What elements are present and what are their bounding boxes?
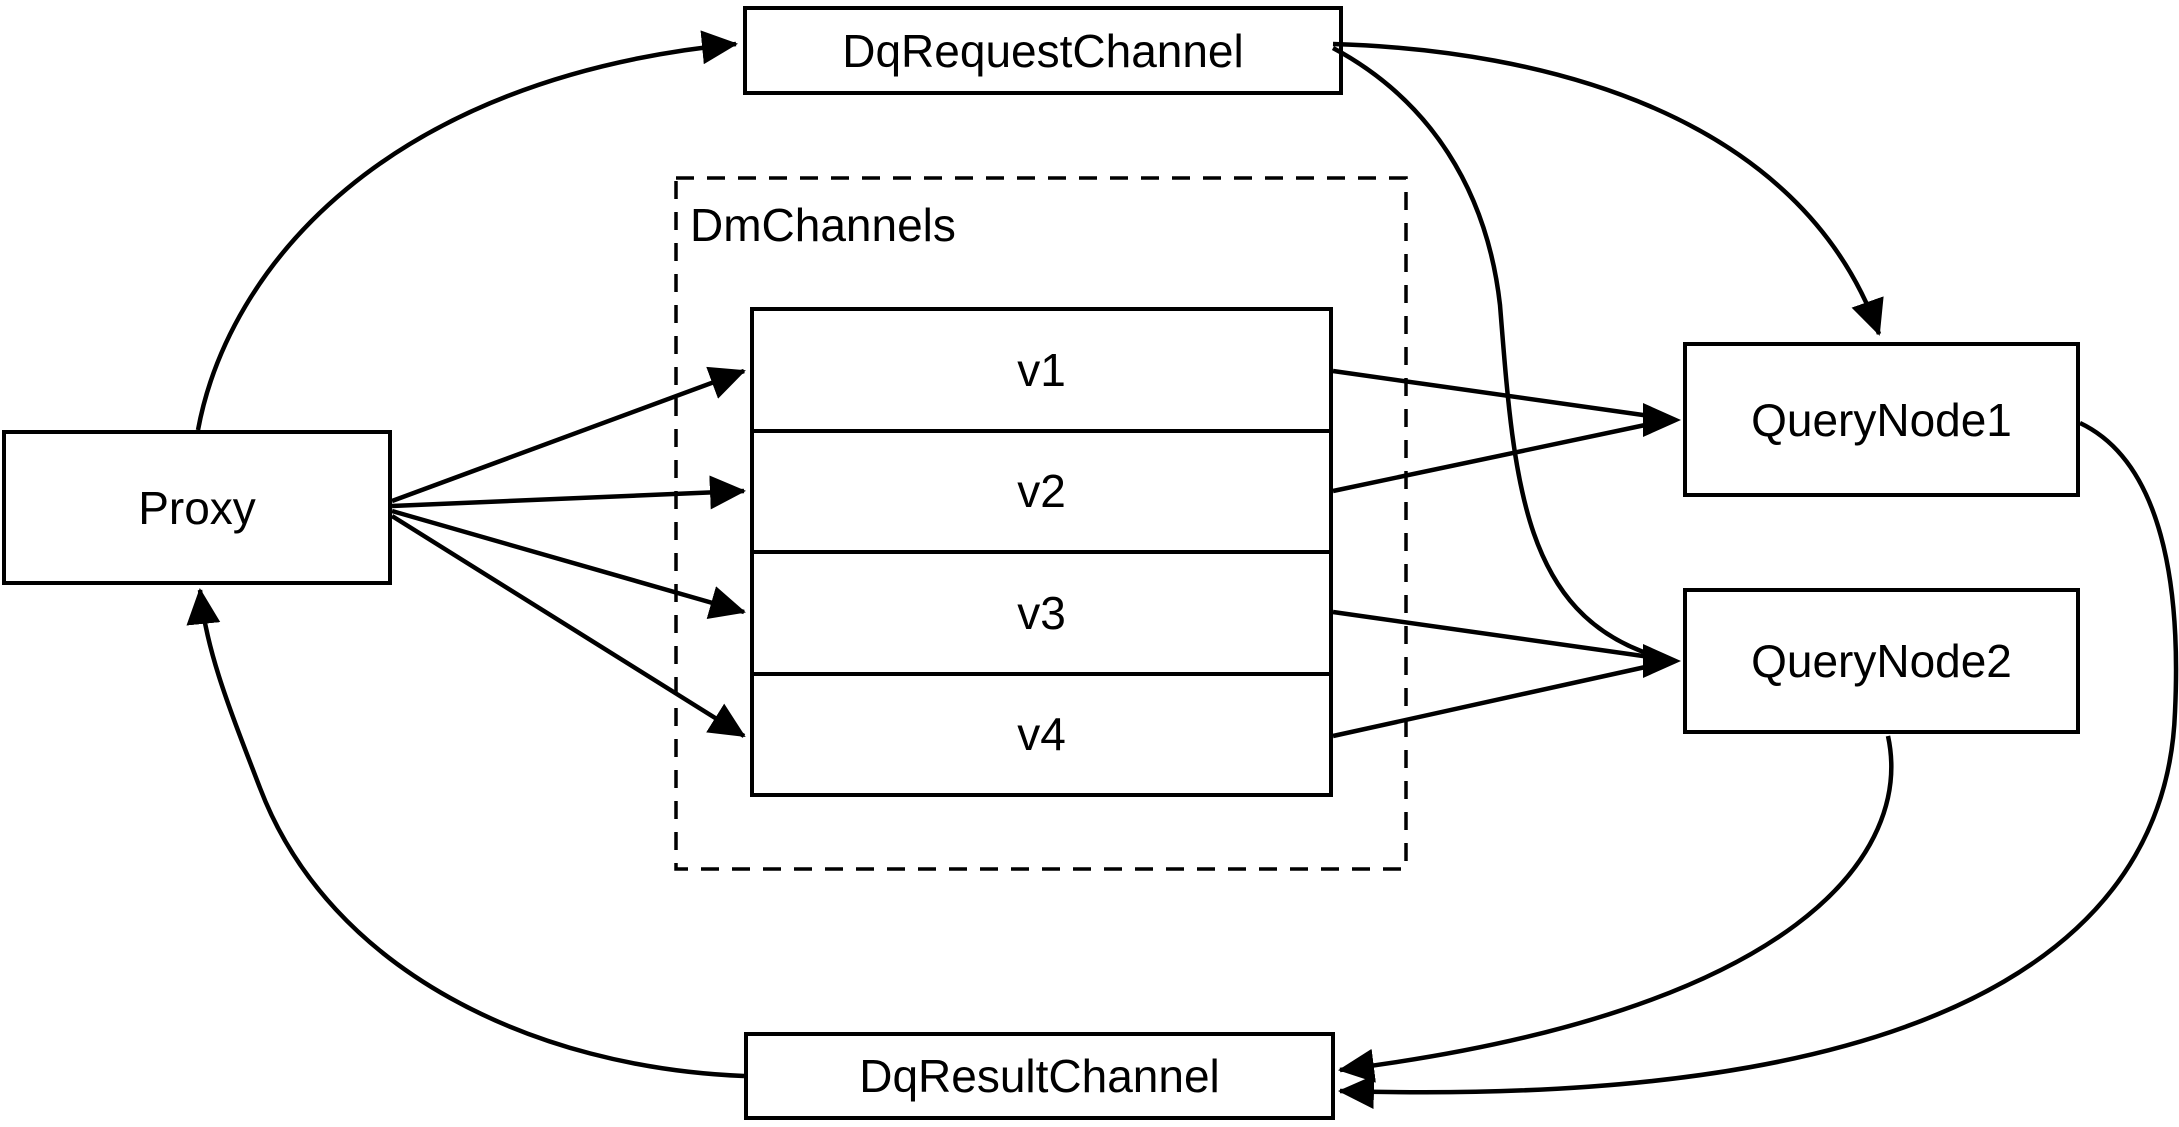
node-proxy: Proxy	[2, 430, 392, 585]
node-proxy-label: Proxy	[138, 481, 256, 534]
node-dqrequestchannel: DqRequestChannel	[743, 6, 1343, 95]
node-querynode2-label: QueryNode2	[1751, 635, 2012, 687]
channel-v2-label: v2	[1017, 465, 1066, 518]
channel-row-v3: v3	[754, 550, 1329, 672]
edge-dqrequestchannel-to-querynode2	[1331, 46, 1653, 658]
edge-dqresultchannel-to-proxy	[186, 588, 745, 1079]
channel-v3-label: v3	[1017, 586, 1066, 639]
edge-proxy-to-dqrequestchannel	[195, 30, 738, 431]
node-dqresultchannel-label: DqResultChannel	[859, 1050, 1220, 1102]
arrowhead-querynode1-left	[1643, 403, 1681, 437]
node-dqrequestchannel-label: DqRequestChannel	[842, 24, 1244, 77]
channel-row-v1: v1	[754, 311, 1329, 429]
edge-v3-to-querynode2	[1332, 609, 1651, 660]
edge-v4-to-querynode2	[1332, 663, 1651, 739]
channel-row-v2: v2	[754, 428, 1329, 551]
channel-row-v4: v4	[754, 671, 1329, 794]
edge-proxy-to-v4	[390, 514, 746, 738]
node-querynode1: QueryNode1	[1683, 342, 2080, 497]
channel-v4-label: v4	[1017, 708, 1066, 761]
node-querynode1-label: QueryNode1	[1751, 393, 2012, 446]
edge-v1-to-querynode1	[1332, 368, 1651, 419]
edge-querynode1-to-dqresultchannel	[1338, 420, 2179, 1109]
node-querynode2: QueryNode2	[1683, 588, 2080, 734]
edge-proxy-to-v2	[391, 475, 746, 510]
edge-querynode2-to-dqresultchannel	[1338, 735, 1894, 1083]
edge-dqrequestchannel-to-querynode1	[1332, 41, 1884, 336]
arrowhead-querynode2-left	[1643, 644, 1681, 678]
channel-v1-label: v1	[1017, 343, 1066, 396]
edge-proxy-to-v3	[391, 508, 746, 619]
edge-proxy-to-v1	[391, 366, 746, 504]
node-dqresultchannel: DqResultChannel	[744, 1032, 1335, 1120]
dmchannels-stack: v1 v2 v3 v4	[750, 307, 1333, 797]
dmchannels-group-label: DmChannels	[690, 199, 956, 251]
edge-v2-to-querynode1	[1332, 421, 1651, 494]
